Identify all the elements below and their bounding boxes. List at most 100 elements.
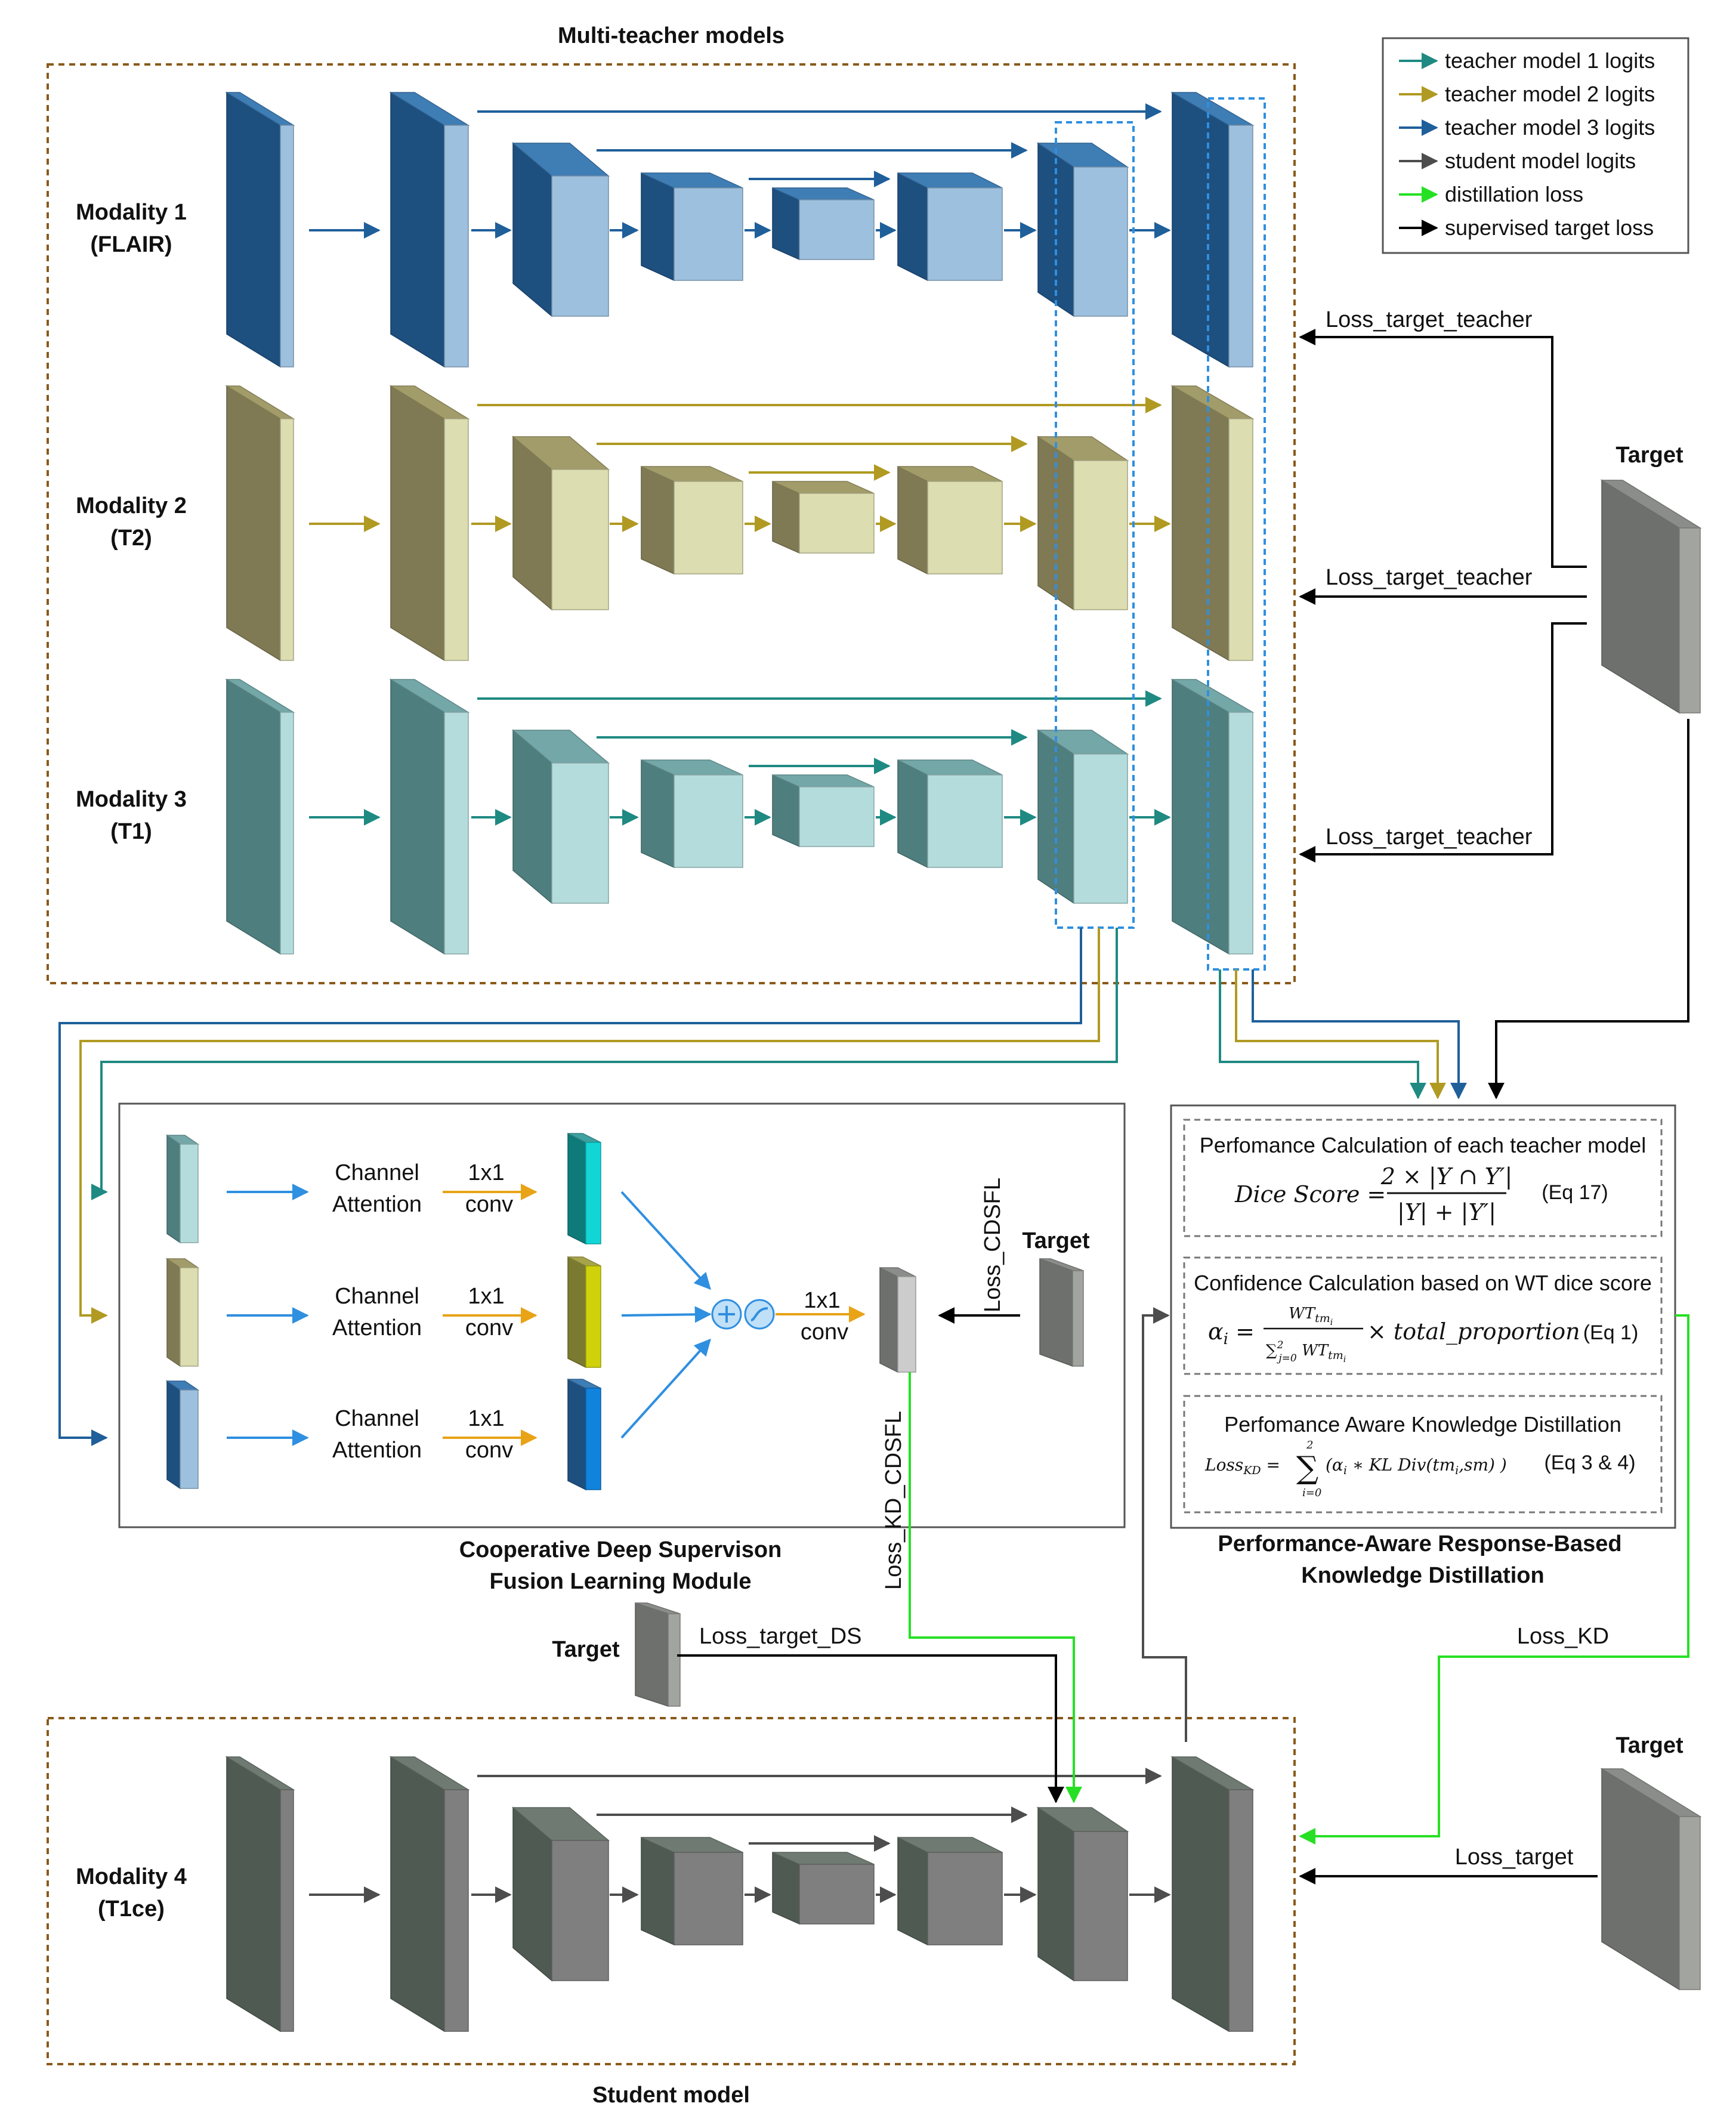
teacher3-block-enc1 [225, 678, 295, 955]
loss-kd-arrow [1299, 1314, 1689, 1845]
teacher2-block-bott [772, 480, 875, 554]
cdsfl-teacher1-conv-label-2: conv [465, 1192, 513, 1217]
loss-target-label: Loss_target [1455, 1845, 1574, 1870]
svg-text:(T1ce): (T1ce) [98, 1896, 165, 1922]
cdsfl-teacher2-conv-label-2: conv [465, 1315, 513, 1340]
cdsfl-title: Cooperative Deep Supervison Fusion Learn… [459, 1537, 782, 1594]
eq34-tag: (Eq 3 & 4) [1544, 1451, 1635, 1474]
teacher3-block-dec2 [1036, 729, 1129, 904]
loss-target-teacher-3-label: Loss_target_teacher [1326, 824, 1533, 850]
cdsfl-teacher3-conv-label-2: conv [465, 1438, 513, 1463]
teacher3-block-enc3 [511, 729, 610, 904]
target-label-cdsfl: Target [1022, 1228, 1090, 1253]
confidence-calc-box [1183, 1256, 1663, 1375]
cdsfl-teacher3-output-block [567, 1378, 601, 1491]
dice-score-denominator: |Y| + |Y′| [1397, 1199, 1496, 1225]
teacher2-ds-to-cdsfl [79, 928, 1100, 1324]
student-title: Student model [592, 2083, 750, 2108]
loss-target-teacher-1-label: Loss_target_teacher [1326, 307, 1533, 332]
svg-text:Knowledge Distillation: Knowledge Distillation [1301, 1563, 1544, 1588]
cdsfl-module-frame [118, 1102, 1126, 1528]
cdsfl-teacher2-input-block [165, 1258, 200, 1367]
student-block-enc3 [511, 1806, 610, 1982]
svg-text:Performance-Aware Response-Bas: Performance-Aware Response-Based [1218, 1531, 1621, 1556]
student-model-frame [47, 1717, 1296, 2065]
target-cube-teacher [1600, 479, 1702, 714]
teacher1-block-enc4 [641, 172, 743, 282]
target-to-pard-arrow [1488, 719, 1689, 1099]
teacher3-block-dec1 [897, 759, 1003, 869]
cdsfl-teacher2-attention-label-2: Attention [332, 1315, 422, 1340]
cdsfl-teacher1-conv-label-1: 1x1 [468, 1160, 504, 1185]
dice-score-numerator: 2 × |Y ∩ Y′| [1380, 1163, 1513, 1190]
modality-label-1: Modality 1 (FLAIR) [76, 200, 187, 257]
unet-teacher3 [225, 678, 1255, 955]
target-cube-student [1600, 1768, 1702, 1991]
teacher-models-frame [47, 63, 1296, 984]
cdsfl-teacher3-attention-label-1: Channel [335, 1406, 419, 1431]
teacher1-block-enc3 [511, 142, 610, 317]
teacher3-ds-to-cdsfl [58, 928, 1082, 1446]
cdsfl-teacher2-conv-label-1: 1x1 [468, 1284, 504, 1309]
legend-label-1: teacher model 1 logits [1445, 48, 1655, 73]
teacher3-block-bott [772, 774, 875, 848]
fuse-conv-label: 1x1 conv [801, 1288, 848, 1345]
loss-target-ds-arrow [677, 1654, 1064, 1803]
teacher1-block-enc1 [225, 91, 295, 368]
target-cube-cdsfl [1039, 1258, 1084, 1367]
legend-label-3: teacher model 3 logits [1445, 115, 1655, 140]
loss-cdsfl-label: Loss_CDSFL [980, 1178, 1005, 1312]
svg-text:Fusion Learning Module: Fusion Learning Module [489, 1569, 751, 1594]
cdsfl-teacher1-to-fusion [620, 1191, 711, 1290]
teacher1-ds-to-cdsfl [91, 928, 1118, 1200]
student-block-dec3 [1170, 1756, 1255, 2033]
teacher2-block-dec2 [1036, 435, 1129, 611]
cdsfl-teacher1-output-block [567, 1132, 601, 1245]
fusion-activation-op [744, 1299, 775, 1330]
target-cube-ds [635, 1602, 681, 1707]
kd-loss-equation: LossKD = ∑ 2 i=0 (αi ∗ KL Div(tmi,sm) ) [1204, 1439, 1507, 1499]
cdsfl-teacher1-input-block [165, 1134, 200, 1244]
svg-text:Cooperative Deep Supervison: Cooperative Deep Supervison [459, 1537, 782, 1562]
unet-student [225, 1756, 1255, 2033]
legend-label-6: supervised target loss [1445, 215, 1654, 240]
deep-supervision-selection [1055, 121, 1135, 929]
svg-text:(T1): (T1) [110, 819, 152, 844]
teachers-title: Multi-teacher models [558, 23, 784, 48]
teacher3-logits-to-pard [1252, 969, 1467, 1099]
svg-text:∑: ∑ [1296, 1450, 1318, 1486]
svg-text:conv: conv [801, 1320, 848, 1345]
performance-calc-box [1183, 1119, 1663, 1237]
cdsfl-teacher3-attention-label-2: Attention [332, 1438, 422, 1463]
cdsfl-teacher2-output-block [567, 1256, 601, 1369]
cdsfl-teacher1-attention-label-1: Channel [335, 1160, 419, 1185]
loss-kd-cdsfl-arrow [909, 1372, 1082, 1803]
cdsfl-teacher1-attention-label-2: Attention [332, 1192, 422, 1217]
teacher3-block-enc4 [641, 759, 743, 869]
svg-text:Modality 4: Modality 4 [76, 1864, 187, 1889]
teacher1-block-dec1 [897, 172, 1003, 282]
pard-title: Performance-Aware Response-Based Knowled… [1218, 1531, 1621, 1588]
svg-text:(αi ∗ KL Div(tmi,sm) ): (αi ∗ KL Div(tmi,sm) ) [1326, 1455, 1507, 1477]
svg-text:i=0: i=0 [1302, 1487, 1321, 1499]
dice-score-lhs: Dice Score = [1234, 1181, 1386, 1207]
student-block-bott [772, 1851, 875, 1925]
cdsfl-teacher2-attention-label-1: Channel [335, 1284, 419, 1309]
unet-teacher1 [225, 91, 1255, 368]
legend-label-4: student model logits [1445, 149, 1636, 173]
modality-label-2: Modality 2 (T2) [76, 493, 187, 551]
target-label-ds: Target [552, 1637, 620, 1662]
teacher2-logits-to-pard [1235, 969, 1446, 1099]
teacher2-block-enc4 [641, 465, 743, 575]
svg-text:Modality 2: Modality 2 [76, 493, 187, 518]
svg-text:LossKD =: LossKD = [1204, 1455, 1280, 1477]
target-label-student: Target [1615, 1733, 1684, 1758]
svg-text:× total_proportion: × total_proportion [1367, 1318, 1580, 1345]
loss-target-teacher-3-arrow [1299, 622, 1587, 863]
teacher2-block-enc2 [389, 385, 470, 662]
